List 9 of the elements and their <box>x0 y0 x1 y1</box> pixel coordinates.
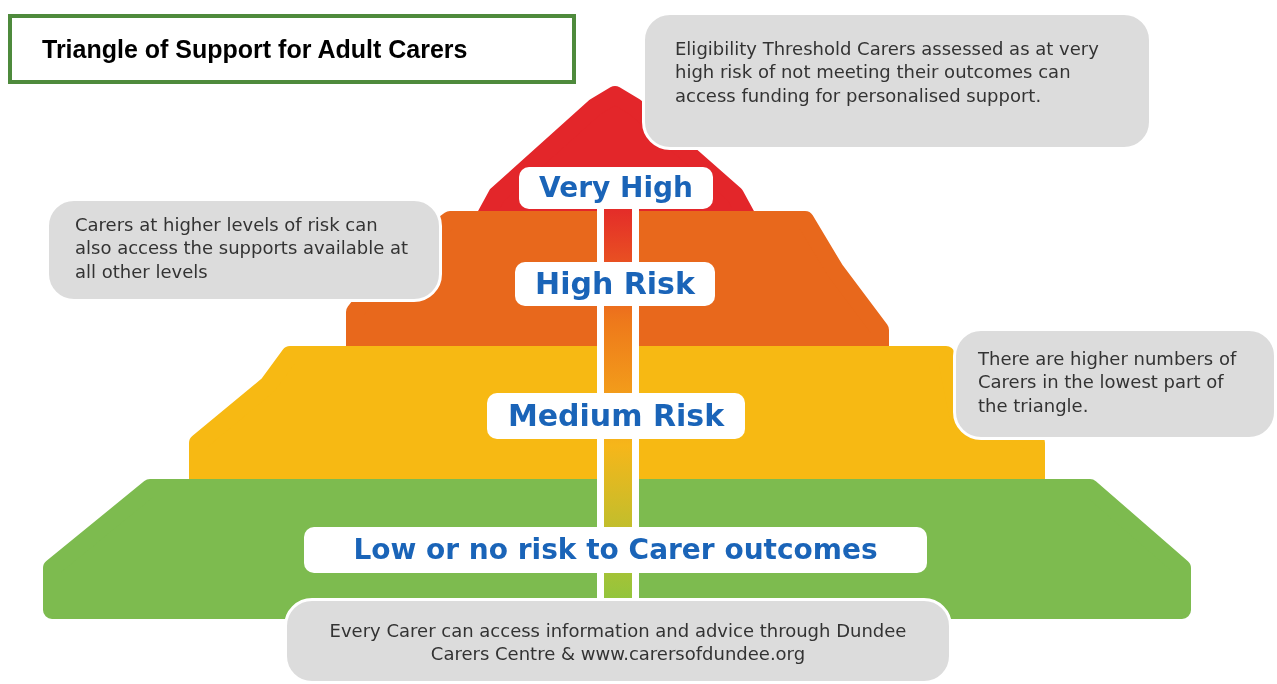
tier-label: Very High <box>519 167 713 209</box>
tier-label: Medium Risk <box>487 393 745 439</box>
callout-bubble: Eligibility Threshold Carers assessed as at very high risk of not meeting their outcomes can access funding for personalised support. <box>642 12 1152 150</box>
callout-bubble: Every Carer can access information and advice through Dundee Carers Centre & www.carersofdundee.org <box>284 598 952 684</box>
callout-bubble: Carers at higher levels of risk can also access the supports available at all other levels <box>46 198 442 302</box>
title: Triangle of Support for Adult Carers <box>8 14 576 84</box>
callout-bubble: There are higher numbers of Carers in the lowest part of the triangle. <box>953 328 1277 440</box>
tier-label: Low or no risk to Carer outcomes <box>304 527 927 573</box>
tier-label: High Risk <box>515 262 715 306</box>
